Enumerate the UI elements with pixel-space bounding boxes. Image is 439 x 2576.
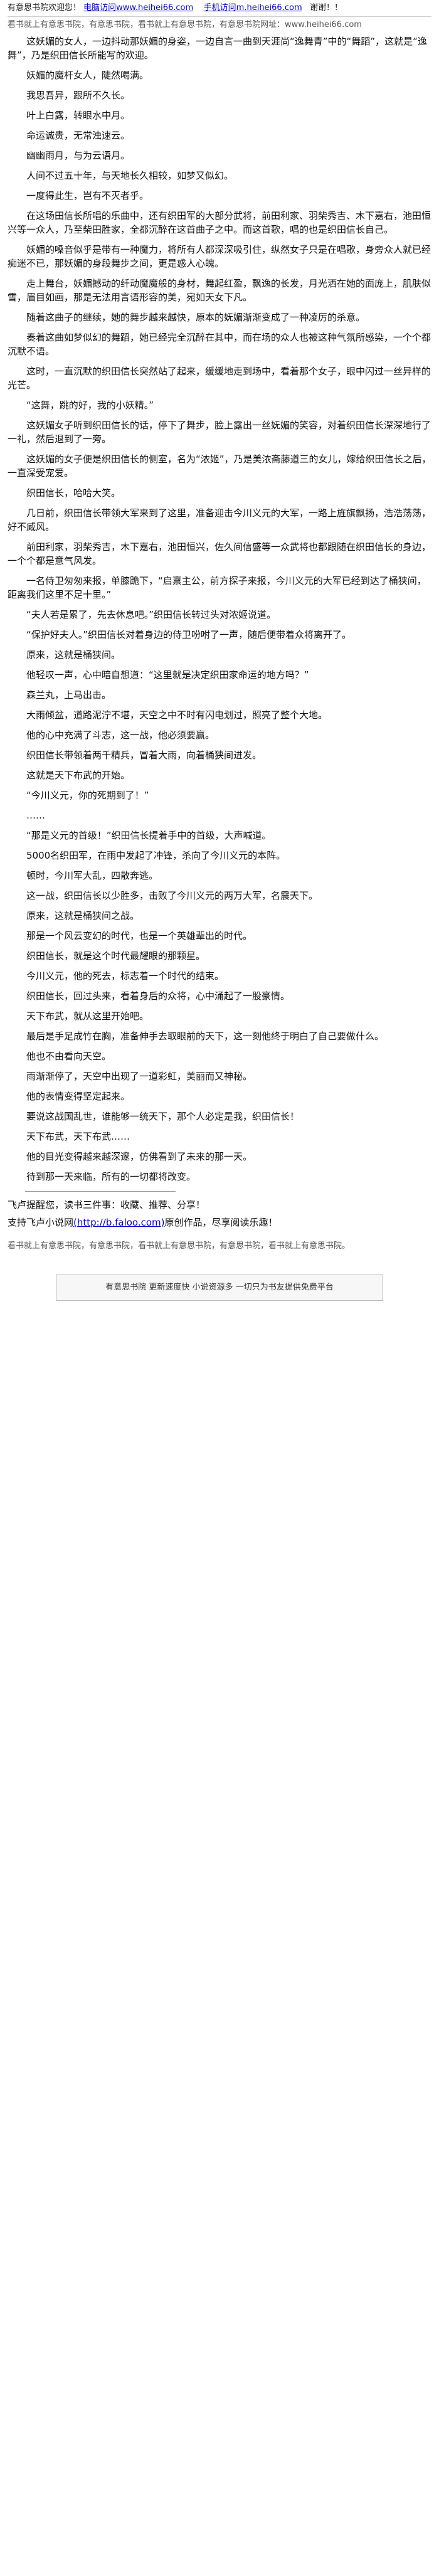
paragraph: 他轻叹一声，心中暗自想道：“这里就是决定织田家命运的地方吗？” (26, 669, 309, 681)
paragraph: 他的表情变得坚定起来。 (26, 1091, 130, 1102)
top-watermark: 看书就上有意思书院，有意思书院，看书就上有意思书院，有意思书院网址：www.he… (8, 20, 362, 29)
paragraph: 叶上白露，转眼水中月。 (26, 110, 130, 121)
bottom-watermark: 看书就上有意思书院，有意思书院，看书就上有意思书院，有意思书院，看书就上有意思书… (8, 1241, 351, 1251)
top-notice-bar: 有意思书院欢迎您！ 电脑访问www.heihei66.com 手机访问m.hei… (8, 0, 431, 17)
paragraph: 5000名织田军，在雨中发起了冲锋，杀向了今川义元的本阵。 (26, 850, 286, 861)
paragraph: 原来，这就是桶狭间之战。 (26, 910, 140, 921)
paragraph: 这妖媚的女人，一边抖动那妖媚的身姿，一边自言一曲到天涯尚“逸舞青”中的“舞蹈”，… (8, 36, 427, 61)
paragraph: 人间不过五十年，与天地长久相较，如梦又似幻。 (26, 170, 234, 181)
paragraph: 织田信长，就是这个时代最耀眼的那颗星。 (26, 950, 206, 962)
desktop-site-link[interactable]: 电脑访问www.heihei66.com (83, 3, 194, 13)
paragraph: 妖媚的魔杆女人，陡然喝满。 (26, 70, 149, 81)
paragraph: 妖媚的嗓音似乎是带有一种魔力，将所有人都深深吸引住，纵然女子只是在唱歌，身旁众人… (8, 244, 431, 269)
paragraph: 幽幽雨月，与为云语月。 (26, 150, 130, 161)
paragraph: 这妖媚的女子便是织田信长的侧室，名为“浓姬”，乃是美浓斋藤道三的女儿，嫁给织田信… (8, 453, 431, 479)
paragraph: “夫人若是累了，先去休息吧。”织田信长转过头对浓姬说道。 (26, 609, 277, 620)
footer-divider (25, 1191, 176, 1192)
paragraph: 待到那一天来临，所有的一切都将改变。 (26, 1171, 196, 1182)
paragraph: 一名侍卫匆匆来报，单膝跪下，“启禀主公，前方探子来报，今川义元的大军已经到达了桶… (8, 575, 426, 600)
faloo-link[interactable]: (http://b.faloo.com) (73, 1217, 165, 1228)
paragraph: 织田信长带领着两千精兵，冒着大雨，向着桶狭间进发。 (26, 750, 262, 761)
paragraph: 这妖媚女子听到织田信长的话，停下了舞步，脸上露出一丝妩媚的笑容，对着织田信长深深… (8, 420, 431, 445)
paragraph: 原来，这就是桶狭间。 (26, 649, 121, 660)
paragraph: 织田信长，哈哈大笑。 (26, 487, 121, 499)
paragraph: 这一战，织田信长以少胜多，击败了今川义元的两万大军，名震天下。 (26, 890, 319, 901)
paragraph: 森兰丸，上马出击。 (26, 689, 112, 701)
paragraph: 奏着这曲如梦似幻的舞蹈，她已经完全沉醉在其中，而在场的众人也被这种气氛所感染，一… (8, 332, 431, 357)
paragraph: 走上舞台，妖媚撼动的纤动魔魔般的身材，舞起红盈，飘逸的长发，月光洒在她的面庞上，… (8, 278, 431, 303)
paragraph: 一度得此生，岂有不灭者乎。 (26, 190, 149, 201)
footer-support-prefix: 支持飞卢小说网 (8, 1217, 74, 1228)
paragraph: 他的心中充满了斗志，这一战，他必须要赢。 (26, 729, 215, 741)
footer-support: 支持飞卢小说网(http://b.faloo.com)原创作品，尽享阅读乐趣！ (8, 1216, 431, 1229)
thanks-text: 谢谢！！ (310, 3, 343, 13)
paragraph: 他的目光变得越来越深邃，仿佛看到了未来的那一天。 (26, 1151, 253, 1162)
paragraph: 天下布武，天下布武…… (26, 1131, 130, 1142)
paragraph: 他也不由看向天空。 (26, 1051, 112, 1062)
paragraph: “今川义元，你的死期到了！” (26, 790, 149, 801)
footer-reminder: 飞卢提醒您，读书三件事：收藏、推荐、分享！ (8, 1199, 206, 1211)
chapter-content: 这妖媚的女人，一边抖动那妖媚的身姿，一边自言一曲到天涯尚“逸舞青”中的“舞蹈”，… (8, 34, 431, 1184)
paragraph: 随着这曲子的继续，她的舞步越来越快，原本的妩媚渐渐变成了一种凌厉的杀意。 (26, 312, 366, 323)
paragraph: 在这场田信长所唱的乐曲中，还有织田军的大部分武将，前田利家、羽柴秀吉、木下嘉右，… (8, 210, 431, 235)
paragraph: 前田利家，羽柴秀吉，木下嘉右，池田恒兴，佐久间信盛等一众武将也都跟随在织田信长的… (8, 541, 431, 566)
paragraph: 这就是天下布武的开始。 (26, 770, 130, 781)
footer-support-suffix: 原创作品，尽享阅读乐趣！ (164, 1217, 278, 1228)
paragraph: “保护好夫人。”织田信长对着身边的侍卫吩咐了一声，随后便带着众将离开了。 (26, 629, 352, 640)
paragraph: …… (26, 810, 45, 821)
paragraph: 几日前，织田信长带领大军来到了这里，准备迎击今川义元的大军，一路上旌旗飘扬，浩浩… (8, 507, 431, 533)
paragraph: 命运诚贵，无常浊速云。 (26, 130, 130, 141)
mobile-site-link[interactable]: 手机访问m.heihei66.com (203, 3, 302, 13)
paragraph: 织田信长，回过头来，看着身后的众将，心中涌起了一股豪情。 (26, 990, 290, 1002)
paragraph: 要说这战国乱世，谁能够一统天下，那个人必定是我，织田信长！ (26, 1111, 300, 1122)
paragraph: 我思吾异，跟所不久长。 (26, 90, 130, 101)
paragraph: 顿时，今川军大乱，四散奔逃。 (26, 870, 159, 881)
paragraph: 今川义元，他的死去，标志着一个时代的结束。 (26, 970, 225, 982)
paragraph: “这舞，跳的好，我的小妖精。” (26, 400, 154, 411)
paragraph: 那是一个风云变幻的时代，也是一个英雄辈出的时代。 (26, 930, 253, 941)
paragraph: 最后是手足成竹在胸，准备伸手去取眼前的天下，这一刻他终于明白了自己要做什么。 (26, 1031, 384, 1042)
welcome-text: 有意思书院欢迎您！ (8, 3, 82, 13)
bottom-banner[interactable]: 有意思书院 更新速度快 小说资源多 一切只为书友提供免费平台 (56, 1275, 383, 1301)
paragraph: “那是义元的首级！”织田信长提着手中的首级，大声喊道。 (26, 830, 272, 841)
paragraph: 天下布武，就从这里开始吧。 (26, 1010, 149, 1022)
paragraph: 这时，一直沉默的织田信长突然站了起来，缓缓地走到场中，看着那个女子，眼中闪过一丝… (8, 366, 431, 391)
paragraph: 大雨倾盆，道路泥泞不堪，天空之中不时有闪电划过，照亮了整个大地。 (26, 709, 328, 721)
paragraph: 雨渐渐停了，天空中出现了一道彩虹，美丽而又神秘。 (26, 1071, 253, 1082)
